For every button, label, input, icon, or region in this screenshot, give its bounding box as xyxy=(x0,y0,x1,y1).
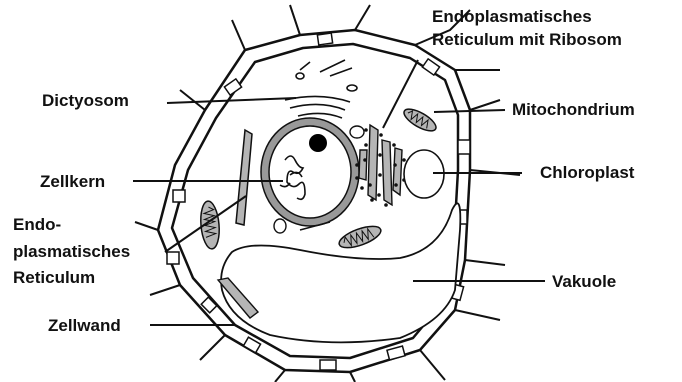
label-er-line3: Reticulum xyxy=(13,268,95,287)
mitochondrium xyxy=(401,105,439,135)
label-er-line2: plasmatisches xyxy=(13,242,130,261)
label-dictyosom: Dictyosom xyxy=(42,91,129,110)
nucleolus xyxy=(309,134,327,152)
label-zellkern: Zellkern xyxy=(40,172,105,191)
dictyosom xyxy=(285,60,357,118)
vakuole xyxy=(221,203,460,342)
mitochondrium-left xyxy=(199,200,221,249)
label-zellwand: Zellwand xyxy=(48,316,121,335)
label-chloroplast: Chloroplast xyxy=(540,163,635,182)
label-er-line1: Endo- xyxy=(13,215,61,234)
endoplasmic-reticulum xyxy=(236,130,252,225)
label-mitochondrium: Mitochondrium xyxy=(512,100,635,119)
leader-line-dictyosom xyxy=(167,98,296,103)
mitochondrium-lower xyxy=(337,222,384,252)
label-er-ribosom-line2: Reticulum mit Ribosom xyxy=(432,30,622,49)
leader-line-mitochondrium xyxy=(434,110,505,112)
rough-er-with-ribosomes xyxy=(355,125,406,207)
nucleus-envelope xyxy=(265,122,355,222)
label-vakuole: Vakuole xyxy=(552,272,616,291)
label-er-ribosom-line1: Endoplasmatisches xyxy=(432,7,592,26)
